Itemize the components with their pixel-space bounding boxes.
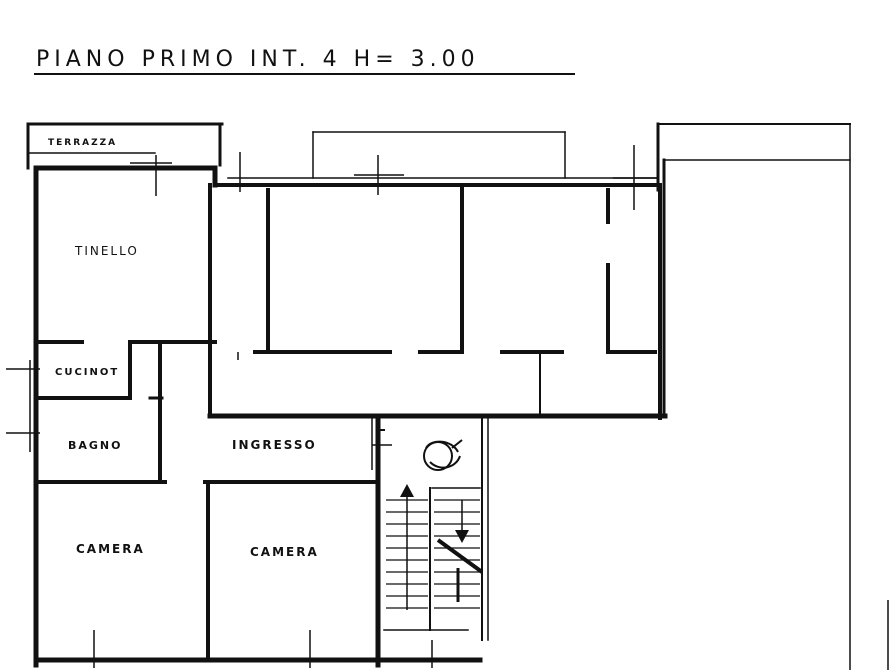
room-label-camera-left: CAMERA bbox=[76, 542, 145, 556]
room-label-camera-right: CAMERA bbox=[250, 545, 319, 559]
room-label-cucinotto: CUCINOT bbox=[55, 367, 119, 378]
plan-title: PIANO PRIMO INT. 4 H= 3.00 bbox=[36, 47, 480, 72]
window-marks bbox=[6, 145, 889, 670]
room-label-terrazza: TERRAZZA bbox=[48, 138, 117, 148]
room-label-ingresso: INGRESSO bbox=[232, 438, 317, 452]
stair-newel-symbol bbox=[423, 439, 463, 471]
walls bbox=[26, 122, 851, 670]
stair-direction-arrows bbox=[400, 484, 484, 610]
stair-treads bbox=[386, 499, 480, 609]
room-label-bagno: BAGNO bbox=[68, 439, 122, 452]
room-label-tinello: TINELLO bbox=[74, 244, 139, 258]
